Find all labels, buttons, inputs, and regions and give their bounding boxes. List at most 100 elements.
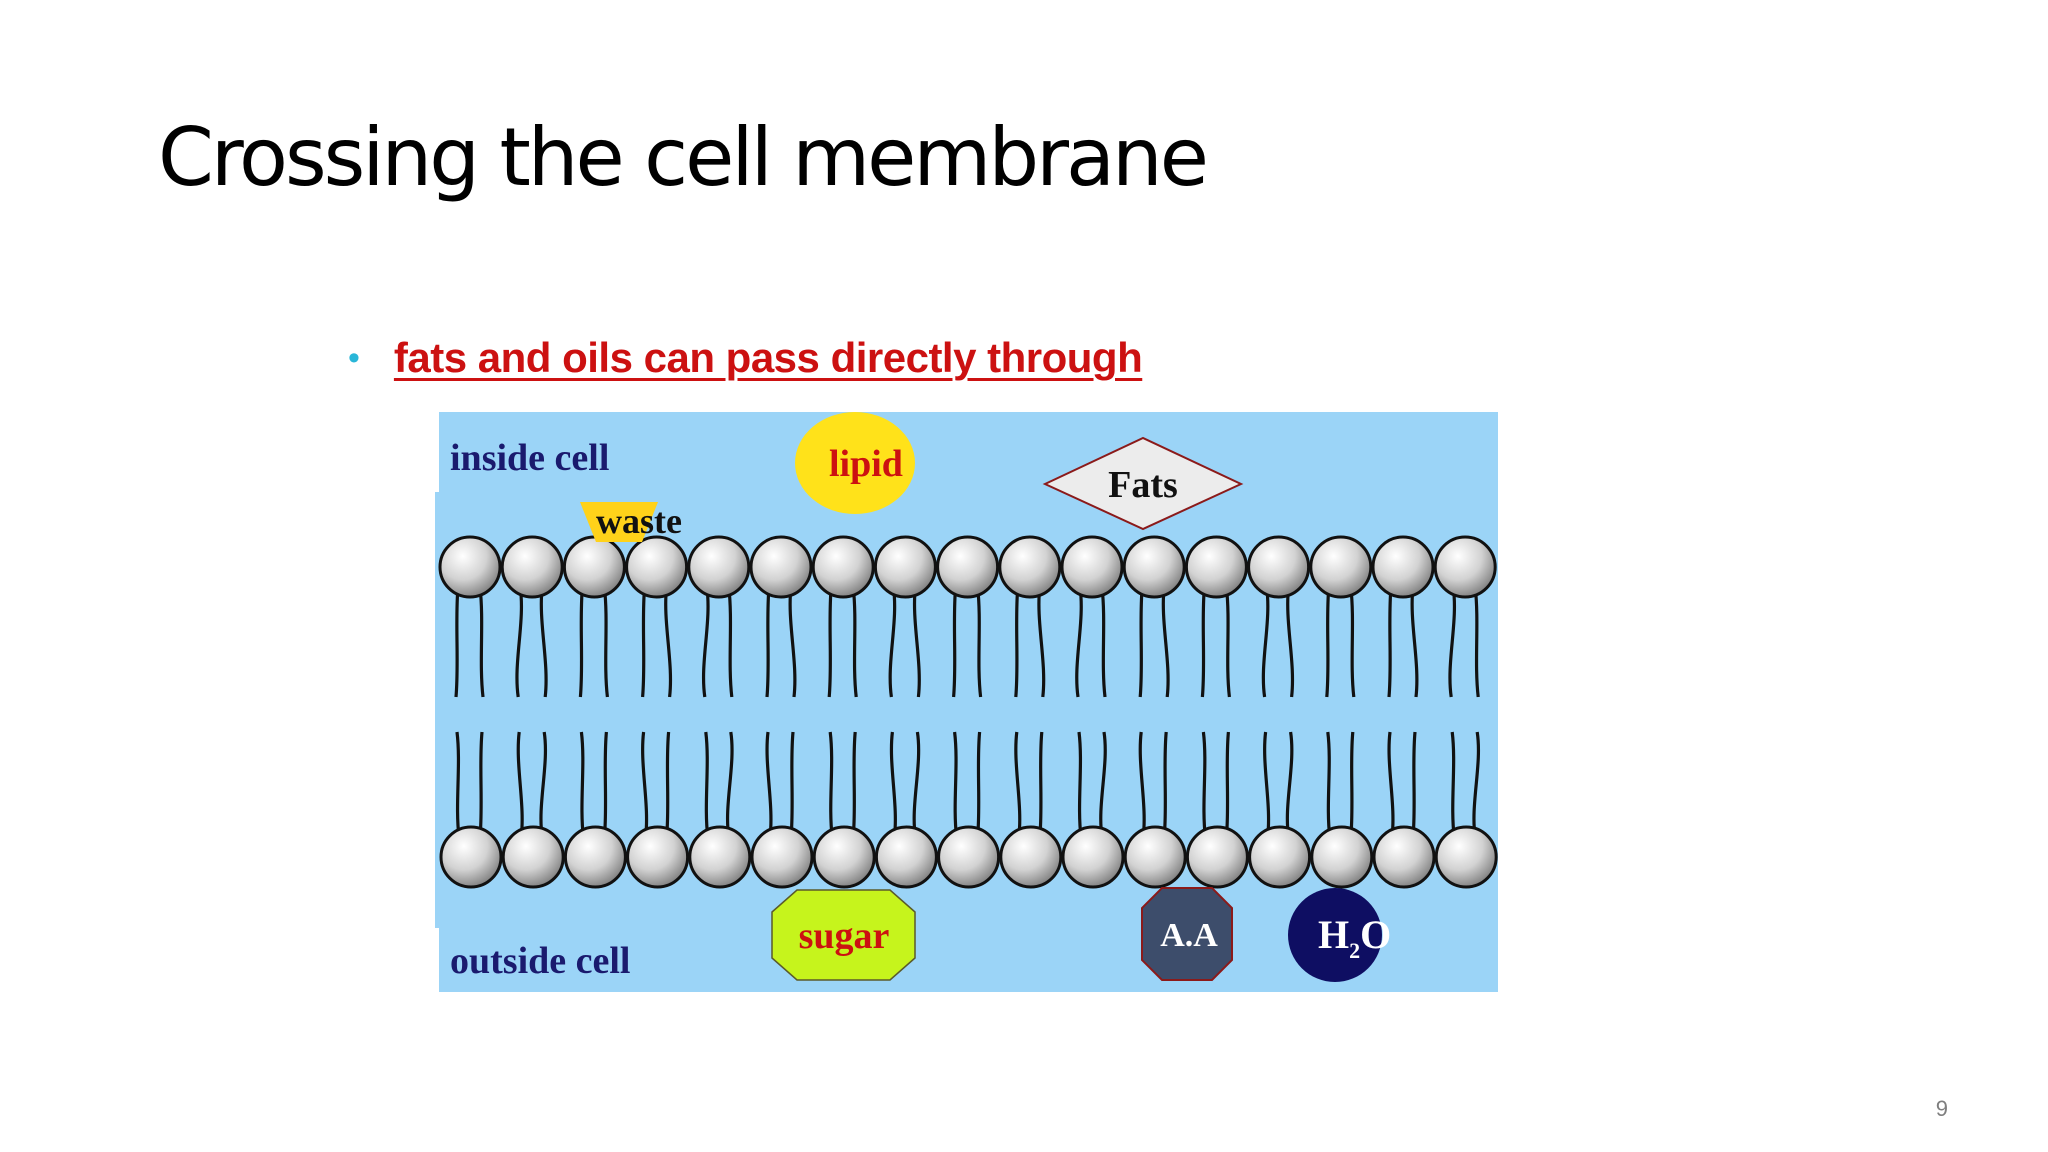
phospholipid-head-icon	[563, 825, 627, 889]
waste-molecule: waste	[580, 501, 682, 542]
phospholipid-head-icon	[500, 535, 564, 599]
lipid-tail-icon	[1472, 731, 1481, 838]
lipid-tail-icon	[1263, 731, 1271, 838]
lipid-shape	[795, 412, 915, 514]
lipid-tail-icon	[1037, 586, 1046, 698]
lipid-tail-icon	[665, 731, 671, 838]
lipid-tail-icon	[851, 731, 857, 838]
phospholipid-head-icon	[1184, 535, 1248, 599]
phospholipid-head-icon	[1061, 825, 1125, 889]
lipid-tail-icon	[1038, 731, 1044, 838]
lipid-tail-icon	[1325, 586, 1331, 698]
phospholipid-head-icon	[1433, 535, 1497, 599]
lipid-tail-icon	[701, 586, 710, 698]
lipid-tail-icon	[1099, 731, 1107, 838]
lipid-molecule: lipid	[795, 412, 915, 514]
phospholipid-head-icon	[750, 825, 814, 889]
phospholipid-head-icon	[749, 535, 813, 599]
slide-title: Crossing the cell membrane	[158, 111, 1209, 204]
phospholipid-head-icon	[688, 825, 752, 889]
phospholipid-head-icon	[1434, 825, 1498, 889]
lipid-tail-icon	[664, 586, 673, 698]
lipid-tail-icon	[1014, 586, 1020, 698]
fats-label: Fats	[1108, 464, 1178, 506]
phospholipid-head-icon	[1372, 825, 1436, 889]
lipid-tail-icon	[1201, 731, 1207, 838]
phospholipid-head-icon	[1185, 825, 1249, 889]
phospholipid-head-icon	[562, 535, 626, 599]
phospholipid-head-icon	[999, 825, 1063, 889]
phospholipid-head-icon	[937, 825, 1001, 889]
lipid-tail-icon	[888, 586, 897, 698]
phospholipid-bilayer	[438, 535, 1498, 889]
phospholipid-head-icon	[1247, 535, 1311, 599]
waste-label: waste	[596, 501, 682, 541]
bullet-item: • fats and oils can pass directly throug…	[348, 334, 1143, 382]
phospholipid-head-icon	[873, 535, 937, 599]
lipid-tail-icon	[1285, 731, 1294, 838]
lipid-tail-icon	[602, 731, 608, 838]
lipid-tail-icon	[727, 586, 734, 698]
phospholipid-head-icon	[874, 825, 938, 889]
lipid-tail-icon	[1387, 586, 1393, 698]
fats-molecule: Fats	[1042, 436, 1244, 531]
phospholipid-head-icon	[1248, 825, 1312, 889]
lipid-tail-icon	[912, 586, 921, 698]
lipid-tail-icon	[1286, 586, 1295, 698]
phospholipid-head-icon	[501, 825, 565, 889]
phospholipid-head-icon	[439, 825, 503, 889]
lipid-tail-icon	[516, 731, 524, 838]
lipid-tail-icon	[828, 731, 834, 838]
page-number: 9	[1935, 1096, 1948, 1121]
phospholipid-head-icon	[626, 825, 690, 889]
lipid-tail-icon	[1075, 586, 1083, 698]
lipid-tail-icon	[1224, 586, 1231, 698]
lipid-tail-icon	[789, 731, 795, 838]
inside-cell-label: inside cell	[450, 437, 609, 479]
lipid-tail-icon	[827, 586, 833, 698]
lipid-tail-icon	[1100, 586, 1107, 698]
bullet-text: fats and oils can pass directly through	[393, 334, 1143, 381]
lipid-label: lipid	[829, 443, 903, 485]
phospholipid-head-icon	[936, 535, 1000, 599]
lipid-tail-icon	[641, 731, 649, 838]
lipid-tail-icon	[1450, 731, 1456, 838]
lipid-tail-icon	[704, 731, 710, 838]
phospholipid-head-icon	[998, 535, 1062, 599]
water-h: H	[1318, 912, 1349, 957]
lipid-tail-icon	[889, 731, 897, 838]
phospholipid-head-icon	[438, 535, 502, 599]
fats-shape	[1042, 436, 1244, 531]
water-label: H2O	[1318, 912, 1391, 963]
phospholipid-head-icon	[1122, 535, 1186, 599]
water-molecule: H2O	[1288, 888, 1391, 982]
lipid-tail-icon	[976, 731, 982, 838]
lipid-tail-icon	[578, 586, 584, 698]
lipid-tail-icon	[1349, 731, 1355, 838]
lipid-tail-icon	[1138, 731, 1146, 838]
lipid-tail-icon	[1326, 731, 1332, 838]
diagram-edge-notch-top	[435, 412, 439, 492]
lipid-tail-icon	[1261, 586, 1270, 698]
phospholipid-head-icon	[812, 825, 876, 889]
lipid-tail-icon	[725, 731, 734, 838]
lipid-tail-icon	[976, 586, 983, 698]
phospholipid-head-icon	[1309, 535, 1373, 599]
lipid-tail-icon	[1349, 586, 1356, 698]
lipid-tail-icon	[953, 731, 959, 838]
lipid-tail-icon	[1387, 731, 1395, 838]
bullet-marker-icon: •	[348, 339, 360, 377]
water-o: O	[1360, 912, 1391, 957]
lipid-tail-icon	[1411, 731, 1417, 838]
lipid-tail-icon	[1448, 586, 1457, 698]
phospholipid-head-icon	[687, 535, 751, 599]
waste-shape	[580, 502, 658, 542]
water-subscript: 2	[1349, 938, 1360, 963]
lipid-tail-icon	[641, 586, 647, 698]
lipid-tail-icon	[952, 586, 958, 698]
phospholipid-head-icon	[625, 535, 689, 599]
phospholipid-head-icon	[811, 535, 875, 599]
lipid-tail-icon	[455, 731, 461, 838]
lipid-tail-icon	[1200, 586, 1206, 698]
